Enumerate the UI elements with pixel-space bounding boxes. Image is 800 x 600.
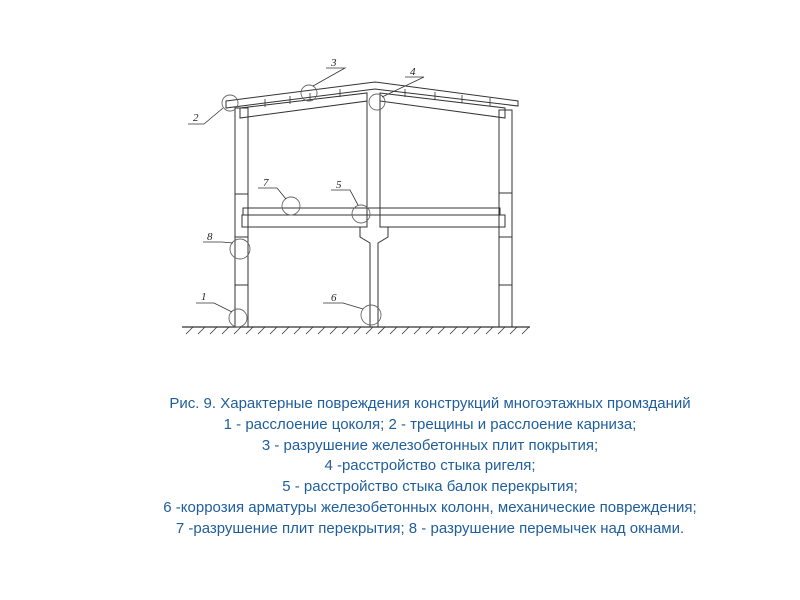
- figure-caption: Рис. 9. Характерные повреждения конструк…: [100, 394, 760, 540]
- floor-beam-right: [379, 214, 506, 228]
- caption-line: 6 -коррозия арматуры железобетонных коло…: [163, 498, 697, 516]
- roof-beam: [239, 92, 506, 119]
- damage-circle-7: [281, 196, 301, 216]
- label-7: 7: [263, 177, 269, 189]
- ground-hatch: [185, 326, 530, 335]
- damage-circle-8: [229, 238, 251, 260]
- label-2: 2: [193, 112, 199, 124]
- caption-line: 1 - расслоение цоколя; 2 - трещины и рас…: [223, 415, 637, 433]
- damage-circle-6: [360, 304, 382, 326]
- caption-line: 4 -расстройство стыка ригеля;: [324, 457, 536, 475]
- caption-title: Рис. 9. Характерные повреждения конструк…: [169, 395, 691, 412]
- damage-circle-2: [221, 94, 239, 112]
- building-section-drawing: 1 2 3 4 5 6 7 8: [182, 57, 530, 335]
- floor-slabs: [242, 207, 501, 216]
- damage-circle-4: [368, 93, 386, 111]
- damage-circle-3: [300, 84, 318, 102]
- roof-slabs: [225, 81, 519, 109]
- floor-beam-left: [241, 214, 368, 228]
- label-6: 6: [331, 292, 337, 304]
- caption-line: 3 - разрушение железобетонных плит покры…: [261, 436, 599, 454]
- label-4: 4: [410, 66, 416, 78]
- label-3: 3: [330, 57, 337, 69]
- caption-line: 5 - расстройство стыка балок перекрытия;: [282, 478, 578, 496]
- damage-circle-5: [351, 204, 371, 224]
- label-5: 5: [336, 179, 342, 191]
- label-8: 8: [207, 231, 213, 243]
- caption-line: 7 -разрушение плит перекрытия; 8 - разру…: [175, 519, 685, 537]
- middle-column: [359, 98, 389, 327]
- damage-circle-1: [228, 308, 248, 328]
- label-1: 1: [201, 291, 207, 303]
